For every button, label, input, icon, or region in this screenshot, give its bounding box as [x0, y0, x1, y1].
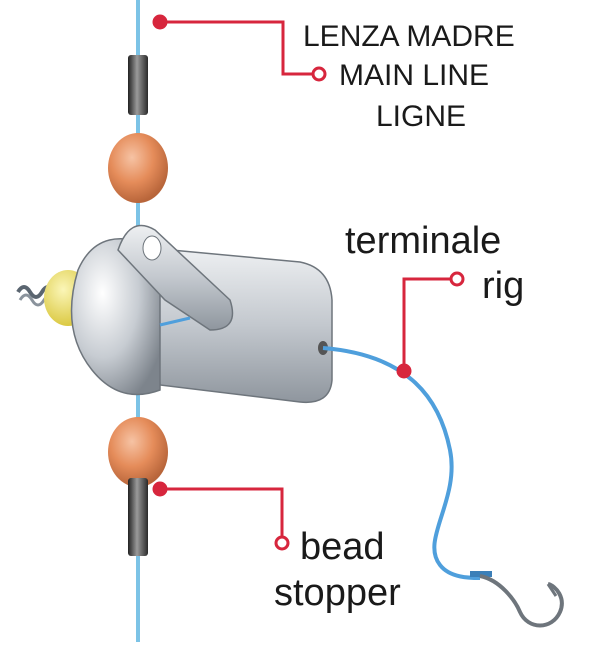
- lower-bead: [108, 417, 168, 487]
- callout-terminal-rig: [396, 271, 465, 379]
- bead-stopper-label-1: bead: [300, 526, 385, 568]
- lower-stopper: [128, 478, 148, 556]
- terminal-rig-label-2: rig: [482, 265, 525, 307]
- callout-bead-stopper: [152, 481, 290, 551]
- bead-stopper-label-2: stopper: [274, 572, 401, 614]
- terminal-rig-label-1: terminale: [345, 220, 502, 262]
- feeder-dome: [70, 238, 161, 396]
- eyelet-hole: [142, 235, 162, 261]
- line-through-dome: [159, 316, 191, 327]
- fishing-hook-icon: [470, 571, 564, 628]
- upper-stopper: [128, 55, 148, 115]
- callout-main-line: [152, 14, 327, 82]
- main-line-label-3: LIGNE: [376, 100, 467, 133]
- upper-bead: [108, 133, 168, 203]
- main-line-label-2: MAIN LINE: [339, 59, 490, 92]
- main-line-label-1: LENZA MADRE: [303, 20, 515, 53]
